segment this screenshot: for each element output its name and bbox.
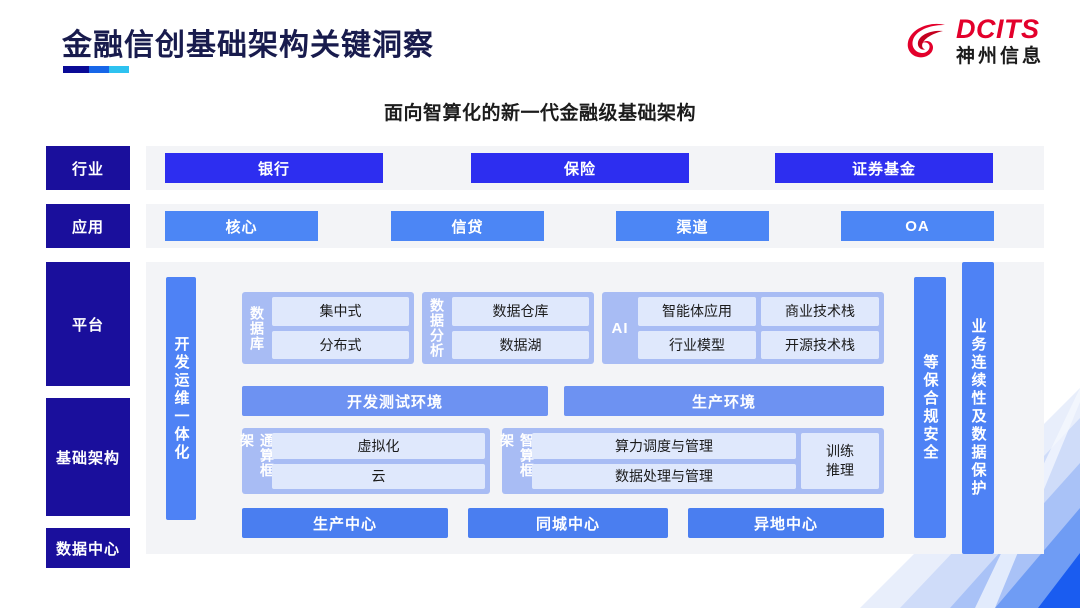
- application-label: 核心: [225, 218, 258, 236]
- industry-label: 保险: [563, 160, 596, 178]
- group-label-ai: AI: [611, 319, 629, 337]
- sidebar-item-label: 行业: [71, 160, 104, 178]
- data-center-remote[interactable]: 异地中心: [688, 508, 884, 538]
- industry-item-bank[interactable]: 银行: [165, 153, 383, 183]
- rule-segment-3: [109, 66, 129, 73]
- data-center-production[interactable]: 生产中心: [242, 508, 448, 538]
- cell-label: 开源技术栈: [785, 336, 855, 353]
- cell-label: 行业模型: [669, 336, 725, 353]
- rule-segment-1: [63, 66, 90, 73]
- sidebar-item-platform: 平台: [46, 262, 130, 386]
- cell-label: 数据湖: [499, 336, 542, 353]
- general-compute-cell-cloud[interactable]: 云: [272, 463, 485, 489]
- sidebar-item-label: 数据中心: [55, 540, 120, 558]
- application-row-panel: 核心 信贷 渠道 OA: [146, 204, 1044, 248]
- rule-segment-2: [89, 66, 110, 73]
- environment-dev-test[interactable]: 开发测试环境: [242, 386, 548, 416]
- cell-label: 算力调度与管理: [615, 437, 713, 454]
- page-header: 金融信创基础架构关键洞察 DCITS 神州信息: [0, 0, 1080, 90]
- application-item-channel[interactable]: 渠道: [616, 211, 769, 241]
- compliance-security-vertical-bar[interactable]: 等保合规安全: [914, 277, 946, 538]
- group-database: 数据库 集中式 分布式: [242, 292, 414, 364]
- data-center-label: 同城中心: [535, 515, 600, 533]
- compliance-security-label: 等保合规安全: [921, 353, 939, 462]
- cell-label: 数据处理与管理: [615, 468, 713, 485]
- title-underline-rule: [63, 66, 129, 73]
- swirl-icon: [904, 18, 950, 64]
- group-intelligent-compute-framework: 智算框架 算力调度与管理 数据处理与管理 训练 推理: [499, 428, 884, 494]
- business-continuity-label: 业务连续性及数据保护: [969, 318, 987, 498]
- cell-label: 智能体应用: [662, 303, 732, 320]
- industry-item-insurance[interactable]: 保险: [471, 153, 689, 183]
- data-center-label: 异地中心: [753, 515, 818, 533]
- analysis-cell-data-warehouse[interactable]: 数据仓库: [452, 297, 589, 326]
- group-label-intelligent-compute: 智算框架: [499, 433, 535, 478]
- data-center-same-city[interactable]: 同城中心: [468, 508, 668, 538]
- business-continuity-vertical-bar[interactable]: 业务连续性及数据保护: [962, 262, 994, 554]
- cell-label: 虚拟化: [357, 437, 400, 454]
- sidebar-item-label: 基础架构: [55, 449, 120, 467]
- application-label: OA: [905, 217, 930, 235]
- industry-row-panel: 银行 保险 证券基金: [146, 146, 1044, 190]
- ai-cell-industry-model[interactable]: 行业模型: [638, 330, 756, 359]
- industry-item-securities-fund[interactable]: 证券基金: [775, 153, 993, 183]
- intelligent-compute-cell-data-processing[interactable]: 数据处理与管理: [532, 463, 796, 489]
- sidebar-item-application: 应用: [46, 204, 130, 248]
- application-item-credit[interactable]: 信贷: [391, 211, 544, 241]
- group-label-database: 数据库: [249, 305, 265, 351]
- ai-cell-commercial-stack[interactable]: 商业技术栈: [761, 297, 879, 326]
- devops-label: 开发运维一体化: [172, 335, 190, 462]
- application-label: 信贷: [451, 218, 484, 236]
- intelligent-compute-cell-train-infer[interactable]: 训练 推理: [801, 433, 879, 489]
- group-label-data-analysis: 数据分析: [429, 298, 445, 358]
- database-cell-distributed[interactable]: 分布式: [272, 330, 409, 359]
- diagram-subtitle: 面向智算化的新一代金融级基础架构: [383, 103, 696, 124]
- logo-text-en: DCITS: [955, 14, 1040, 44]
- data-center-label: 生产中心: [312, 515, 377, 533]
- industry-label: 证券基金: [851, 160, 916, 178]
- logo-text-cn: 神州信息: [955, 46, 1044, 67]
- group-ai: AI 智能体应用 行业模型 商业技术栈 开源技术栈: [602, 292, 884, 364]
- brand-logo: DCITS 神州信息: [904, 16, 1044, 66]
- platform-panel: 开发运维一体化 数据库 集中式 分布式 数据分析 数据仓库 数据湖 AI: [146, 262, 1044, 554]
- sidebar-item-label: 平台: [71, 316, 104, 334]
- general-compute-cell-virtualization[interactable]: 虚拟化: [272, 433, 485, 459]
- group-label-general-compute: 通算框架: [239, 433, 275, 478]
- sidebar-item-infrastructure: 基础架构: [46, 398, 130, 516]
- cell-label: 数据仓库: [492, 303, 549, 320]
- environment-label: 生产环境: [691, 393, 756, 411]
- sidebar-item-label: 应用: [71, 218, 104, 236]
- group-data-analysis: 数据分析 数据仓库 数据湖: [422, 292, 594, 364]
- cell-label: 商业技术栈: [785, 303, 855, 320]
- cell-label: 训练 推理: [826, 443, 854, 478]
- cell-label: 分布式: [319, 336, 362, 353]
- industry-label: 银行: [257, 160, 290, 178]
- ai-cell-agent-application[interactable]: 智能体应用: [638, 297, 756, 326]
- devops-vertical-bar[interactable]: 开发运维一体化: [166, 277, 196, 520]
- application-item-oa[interactable]: OA: [841, 211, 994, 241]
- cell-label: 集中式: [319, 303, 362, 320]
- database-cell-centralized[interactable]: 集中式: [272, 297, 409, 326]
- sidebar-item-industry: 行业: [46, 146, 130, 190]
- environment-label: 开发测试环境: [346, 393, 443, 411]
- logo-wordmark: DCITS 神州信息: [955, 14, 1044, 67]
- cell-label: 云: [371, 468, 386, 485]
- application-label: 渠道: [676, 218, 709, 236]
- intelligent-compute-cell-scheduling[interactable]: 算力调度与管理: [532, 433, 796, 459]
- application-item-core[interactable]: 核心: [165, 211, 318, 241]
- environment-production[interactable]: 生产环境: [564, 386, 884, 416]
- analysis-cell-data-lake[interactable]: 数据湖: [452, 330, 589, 359]
- page-title: 金融信创基础架构关键洞察: [62, 29, 434, 62]
- group-general-compute-framework: 通算框架 虚拟化 云: [239, 428, 490, 494]
- sidebar-item-data-center: 数据中心: [46, 528, 130, 568]
- ai-cell-opensource-stack[interactable]: 开源技术栈: [761, 330, 879, 359]
